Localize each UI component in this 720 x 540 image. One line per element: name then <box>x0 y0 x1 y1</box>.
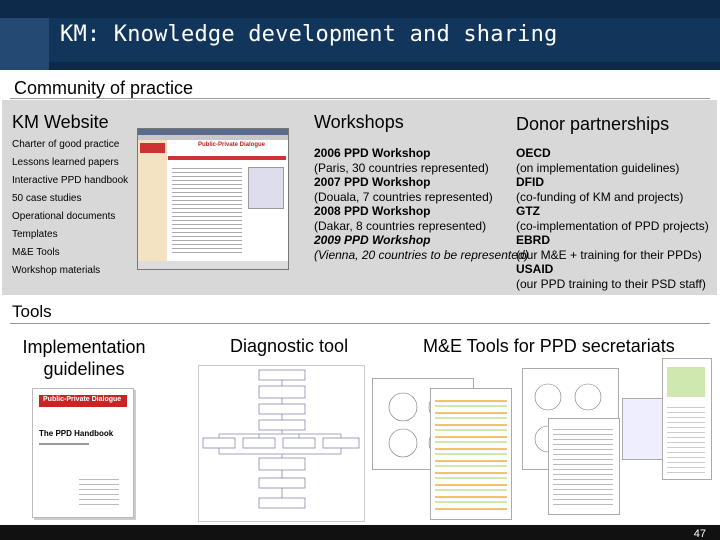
site-banner: Public-Private Dialogue <box>168 141 286 155</box>
me-doc-icon <box>622 398 664 460</box>
me-tools-collage <box>372 358 712 523</box>
donor-dfid: DFID <box>516 175 544 189</box>
chart-lines <box>667 403 705 473</box>
me-tools-label: M&E Tools for PPD secretariats <box>423 336 675 356</box>
site-text-lines <box>172 165 242 255</box>
site-sidebar-logo <box>140 143 165 153</box>
km-item-me-tools: M&E Tools <box>12 247 60 258</box>
donor-gtz-detail: (co-implementation of PPD projects) <box>516 219 709 233</box>
workshop-2009-detail: (Vienna, 20 countries to be represented) <box>314 248 529 262</box>
browser-titlebar <box>138 129 288 135</box>
handbook-title: The PPD Handbook <box>39 429 114 438</box>
handbook-banner-text: Public-Private Dialogue <box>43 396 122 403</box>
divider <box>10 98 710 99</box>
workshop-2006-detail: (Paris, 30 countries represented) <box>314 161 489 175</box>
page-number: 47 <box>693 528 706 540</box>
donor-usaid-detail: (our PPD training to their PSD staff) <box>516 277 706 291</box>
handbook-rule <box>39 443 89 445</box>
site-logo-text: Public-Private Dialogue <box>198 142 266 148</box>
impl-line-1: Implementation <box>22 337 146 357</box>
page-title: KM: Knowledge development and sharing <box>60 22 558 47</box>
donor-ebrd: EBRD <box>516 233 551 247</box>
workshop-2007-detail: (Douala, 7 countries represented) <box>314 190 493 204</box>
table-rows <box>435 395 507 513</box>
km-item-charter: Charter of good practice <box>12 139 120 150</box>
km-item-case-studies: 50 case studies <box>12 193 82 204</box>
footer-bar <box>0 525 720 540</box>
donor-heading: Donor partnerships <box>516 114 670 134</box>
workshop-2009: 2009 PPD Workshop <box>314 233 431 247</box>
km-item-lessons: Lessons learned papers <box>12 157 119 168</box>
chart-block <box>667 367 705 397</box>
header-band <box>49 18 720 62</box>
impl-line-2: guidelines <box>43 359 125 379</box>
community-panel <box>2 100 717 295</box>
website-screenshot: Public-Private Dialogue <box>137 128 289 270</box>
tools-heading: Tools <box>12 302 52 321</box>
handbook-cover: Public-Private Dialogue The PPD Handbook <box>32 388 134 518</box>
km-item-templates: Templates <box>12 229 58 240</box>
donor-oecd: OECD <box>516 146 551 160</box>
workshop-2008: 2008 PPD Workshop <box>314 204 431 218</box>
handbook-text-block <box>79 475 119 505</box>
km-item-operational: Operational documents <box>12 211 116 222</box>
section-subtitle: Community of practice <box>14 78 194 98</box>
donor-usaid: USAID <box>516 262 554 276</box>
browser-statusbar <box>138 261 288 269</box>
browser-toolbar <box>138 135 288 140</box>
divider <box>10 323 710 324</box>
donor-ebrd-detail: (our M&E + training for their PPDs) <box>516 248 702 262</box>
donor-oecd-detail: (on implementation guidelines) <box>516 161 680 175</box>
km-website-heading: KM Website <box>12 112 109 132</box>
workshop-2006: 2006 PPD Workshop <box>314 146 431 160</box>
donor-gtz: GTZ <box>516 204 540 218</box>
handbook-banner: Public-Private Dialogue <box>39 395 127 407</box>
workshops-heading: Workshops <box>314 112 404 132</box>
donor-dfid-detail: (co-funding of KM and projects) <box>516 190 684 204</box>
km-item-handbook: Interactive PPD handbook <box>12 175 129 186</box>
site-image <box>248 167 284 209</box>
implementation-guidelines-label: Implementation guidelines <box>14 336 154 380</box>
form-lines <box>553 425 613 505</box>
me-doc-table <box>430 388 512 520</box>
me-doc-chart <box>662 358 712 480</box>
diagnostic-flowchart <box>198 365 365 522</box>
header-accent <box>0 18 49 70</box>
site-sidebar <box>138 140 167 266</box>
diagnostic-tool-label: Diagnostic tool <box>230 336 349 356</box>
workshop-2008-detail: (Dakar, 8 countries represented) <box>314 219 487 233</box>
site-nav-strip <box>168 156 286 160</box>
km-item-workshop-materials: Workshop materials <box>12 265 101 276</box>
workshop-2007: 2007 PPD Workshop <box>314 175 431 189</box>
me-doc-form <box>548 418 620 515</box>
flowchart-graphic <box>202 369 360 509</box>
